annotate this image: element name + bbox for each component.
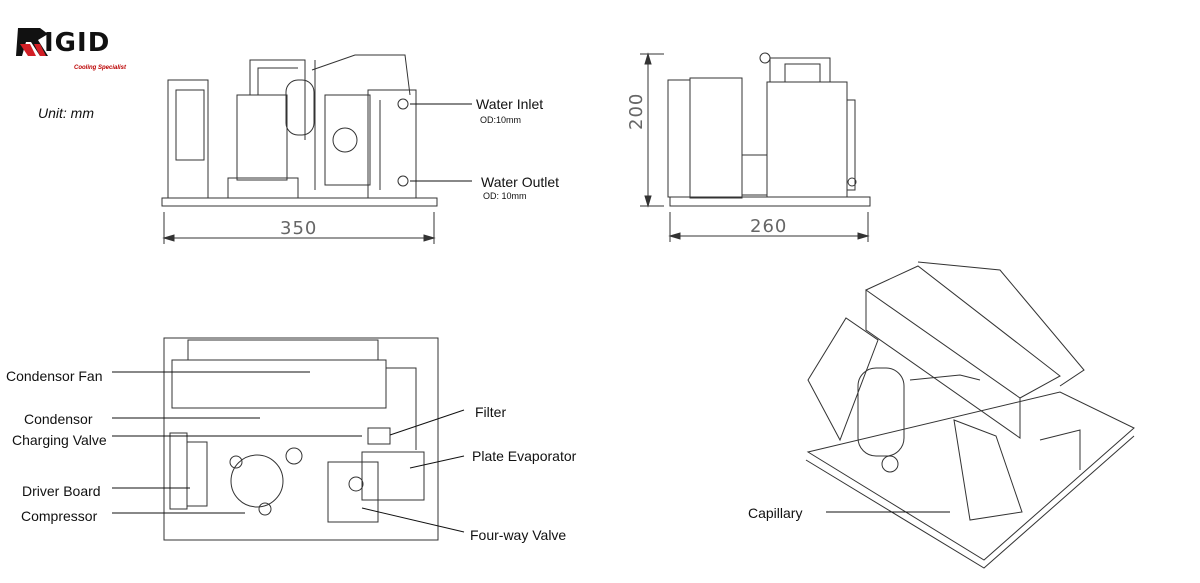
water-outlet-label: Water Outlet <box>481 174 560 190</box>
depth-dimension: 260 <box>750 216 788 237</box>
brand-tagline: Cooling Specialist <box>74 65 127 71</box>
isometric-view-drawing <box>805 261 1135 569</box>
condensor-fan-label: Condensor Fan <box>6 368 103 384</box>
compressor-label: Compressor <box>21 508 98 524</box>
water-inlet-od-label: OD:10mm <box>480 115 522 125</box>
brand-logo-icon <box>16 28 48 56</box>
four-way-valve-label: Four-way Valve <box>470 527 567 543</box>
unit-note: Unit: mm <box>38 105 94 121</box>
charging-valve-label: Charging Valve <box>12 432 107 448</box>
driver-board-label: Driver Board <box>22 483 101 499</box>
brand-name: IGID <box>44 28 111 58</box>
height-dimension: 200 <box>626 92 647 130</box>
filter-label: Filter <box>475 404 507 420</box>
width-dimension: 350 <box>280 218 318 239</box>
water-outlet-od-label: OD: 10mm <box>483 191 527 201</box>
capillary-label: Capillary <box>748 505 803 521</box>
top-view-drawing <box>112 337 465 541</box>
condensor-label: Condensor <box>24 411 93 427</box>
front-view-drawing <box>161 54 472 244</box>
side-view-drawing <box>640 52 871 242</box>
plate-evaporator-label: Plate Evaporator <box>472 448 577 464</box>
water-inlet-label: Water Inlet <box>476 96 544 112</box>
